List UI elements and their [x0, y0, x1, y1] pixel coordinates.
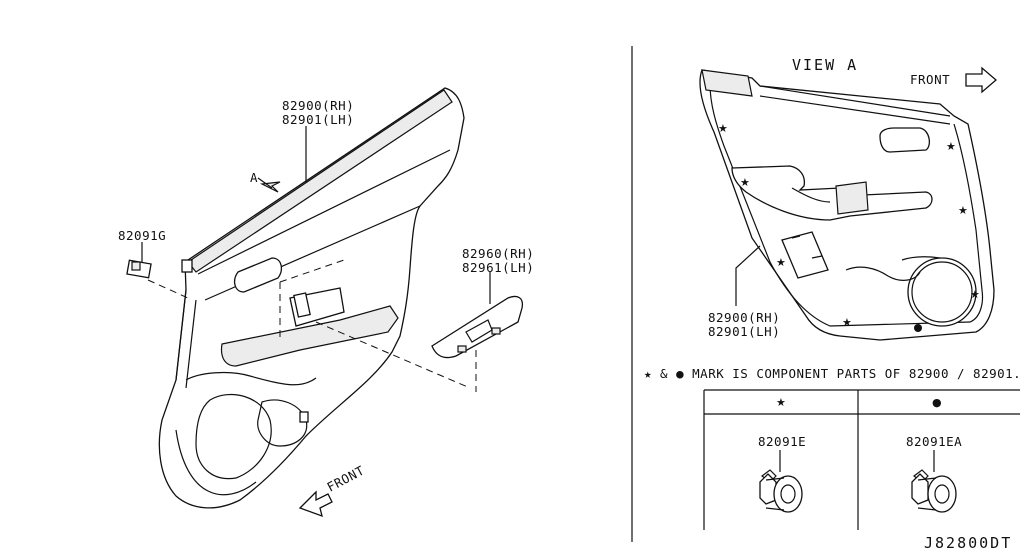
view-a-marker: A	[250, 170, 281, 193]
legend-note: ★ & ● MARK IS COMPONENT PARTS OF 82900 /…	[644, 366, 1021, 381]
front-arrow-icon	[965, 66, 997, 94]
front-arrow-right: FRONT	[910, 66, 997, 94]
legend-dot-header: ●	[932, 396, 942, 409]
star-mark-icon: ★	[718, 122, 728, 135]
diagram-code: J82800DT	[924, 534, 1012, 552]
star-mark-icon: ★	[970, 288, 980, 301]
switch-part-label-rh: 82960(RH)	[462, 246, 534, 261]
svg-text:FRONT: FRONT	[324, 463, 366, 495]
inner-trim-label-lh: 82901(LH)	[708, 324, 780, 339]
clip-82091G[interactable]	[126, 259, 189, 299]
clip-part-label: 82091G	[118, 228, 166, 243]
component-legend-table: ★ ● 82091E 82091EA	[703, 389, 1020, 530]
front-arrow-icon	[298, 490, 333, 518]
door-trim-exploded-view	[158, 87, 465, 509]
view-a-title: VIEW A	[792, 56, 858, 74]
front-arrow-left: FRONT	[298, 463, 367, 518]
star-mark-icon: ★	[958, 204, 968, 217]
svg-text:A: A	[250, 170, 258, 185]
window-switch-assembly[interactable]	[315, 295, 524, 392]
trim-part-label-lh: 82901(LH)	[282, 112, 354, 127]
dot-mark-icon	[914, 324, 922, 332]
clip-82091EA-drawing	[911, 450, 957, 513]
legend-star-part: 82091E	[758, 434, 806, 449]
star-mark-icon: ★	[776, 256, 786, 269]
clip-82091E-drawing	[759, 450, 803, 513]
legend-dot-part: 82091EA	[906, 434, 962, 449]
inner-trim-label-rh: 82900(RH)	[708, 310, 780, 325]
door-trim-inner-view[interactable]: ★ ★ ★ ★ ★ ★ ★	[699, 69, 995, 341]
svg-text:FRONT: FRONT	[910, 72, 950, 87]
star-mark-icon: ★	[740, 176, 750, 189]
star-mark-icon: ★	[842, 316, 852, 329]
star-mark-icon: ★	[946, 140, 956, 153]
trim-part-label-rh: 82900(RH)	[282, 98, 354, 113]
legend-star-header: ★	[776, 396, 786, 409]
switch-part-label-lh: 82961(LH)	[462, 260, 534, 275]
